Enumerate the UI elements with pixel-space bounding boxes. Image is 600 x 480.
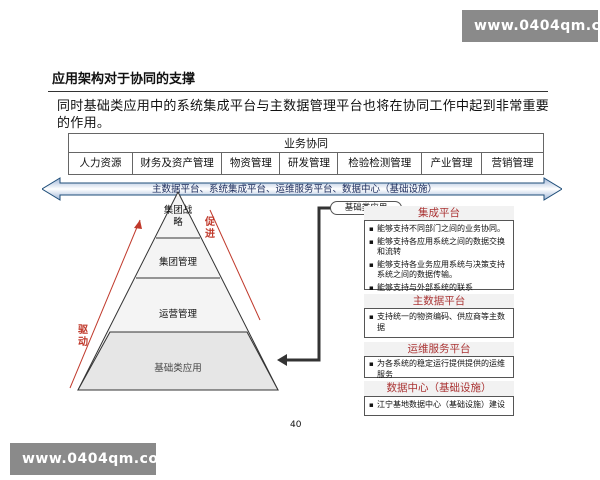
business-cell: 检验检测管理 — [338, 153, 423, 174]
pyramid-level-operations: 运营管理 — [158, 309, 197, 320]
promote-label: 促进 — [205, 217, 215, 240]
section-body-ops: 为各系统的稳定运行提供提供的运维服务 — [364, 356, 514, 380]
list-item: 支持统一的物资编码、供应商等主数据 — [369, 312, 509, 333]
list-item: 能够支持各应用系统之间的数据交换和流转 — [369, 237, 509, 258]
double-arrow-icon — [42, 177, 562, 201]
business-collaboration-box: 业务协同 人力资源 财务及资产管理 物资管理 研发管理 检验检测管理 产业管理 … — [68, 133, 544, 175]
pyramid-diagram — [69, 190, 279, 391]
drive-arrow-head — [134, 220, 142, 229]
list-item: 能够支持不同部门之间的业务协同。 — [369, 224, 509, 235]
business-cell: 研发管理 — [280, 153, 339, 174]
pyramid-level-strategy: 集团战略 — [163, 205, 193, 228]
intro-paragraph: 同时基础类应用中的系统集成平台与主数据管理平台也将在协同工作中起到非常重要的作用… — [57, 99, 550, 131]
drive-arrow — [69, 219, 141, 389]
business-cell: 物资管理 — [222, 153, 281, 174]
page-number: 40 — [290, 420, 302, 430]
title-rule — [48, 91, 548, 92]
business-cells: 人力资源 财务及资产管理 物资管理 研发管理 检验检测管理 产业管理 营销管理 — [69, 153, 543, 174]
pyramid-level-management: 集团管理 — [158, 257, 197, 268]
business-cell: 人力资源 — [69, 153, 133, 174]
section-body-master-data: 支持统一的物资编码、供应商等主数据 — [364, 308, 514, 338]
watermark-bottom: www.0404qm.com — [10, 443, 173, 475]
business-collaboration-title: 业务协同 — [69, 134, 543, 153]
list-item: 江宁基地数据中心（基础设施）建设 — [369, 400, 509, 411]
section-heading-master-data: 主数据平台 — [364, 294, 514, 309]
drive-label: 驱动 — [78, 325, 88, 348]
connector-arrow — [277, 206, 337, 366]
pyramid-base-layer — [77, 331, 279, 391]
list-item: 能够支持各业务应用系统与决策支持系统之间的数据传输。 — [369, 260, 509, 281]
list-item: 为各系统的稳定运行提供提供的运维服务 — [369, 359, 509, 380]
list-item: 能够支持与外部系统的联系 — [369, 283, 509, 294]
business-cell: 财务及资产管理 — [133, 153, 223, 174]
platform-band-label: 主数据平台、系统集成平台、运维服务平台、数据中心（基础设施） — [152, 184, 438, 195]
business-cell: 产业管理 — [422, 153, 483, 174]
section-body-datacenter: 江宁基地数据中心（基础设施）建设 — [364, 396, 514, 416]
business-cell: 营销管理 — [491, 157, 534, 169]
section-heading-ops: 运维服务平台 — [364, 342, 514, 357]
section-heading-integration: 集成平台 — [364, 206, 514, 221]
section-body-integration: 能够支持不同部门之间的业务协同。 能够支持各应用系统之间的数据交换和流转 能够支… — [364, 220, 514, 293]
pyramid-level-base-apps: 基础类应用 — [154, 363, 202, 374]
promote-arrow — [209, 209, 261, 321]
section-title: 应用架构对于协同的支撑 — [52, 72, 196, 87]
section-heading-datacenter: 数据中心（基础设施） — [364, 381, 514, 396]
watermark-top: www.0404qm.com — [462, 10, 600, 42]
